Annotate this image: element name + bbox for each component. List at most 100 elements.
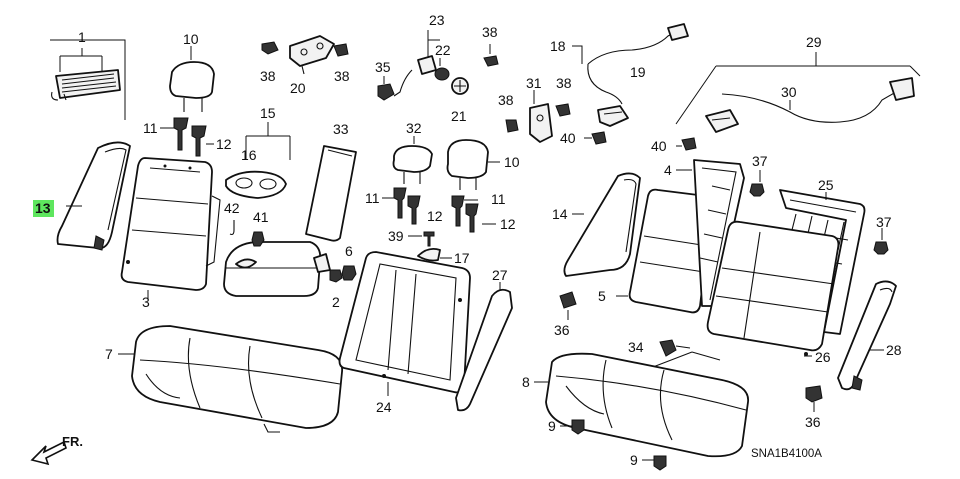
callout-30[interactable]: 30 [781,84,797,100]
callout-25[interactable]: 25 [818,177,834,193]
part-41-armrest-bolt[interactable] [251,231,265,247]
callout-14[interactable]: 14 [552,206,568,222]
callout-7[interactable]: 7 [105,346,113,362]
callout-20[interactable]: 20 [290,80,306,96]
part-36-clip-left[interactable] [559,291,577,320]
callout-17[interactable]: 17 [454,250,470,266]
callout-4[interactable]: 4 [664,162,672,178]
callout-40-b[interactable]: 40 [651,138,667,154]
part-12-headrest-guide-lock-right[interactable] [465,203,496,233]
part-40-bolt-a[interactable] [584,131,607,145]
callout-31[interactable]: 31 [526,75,542,91]
callout-42[interactable]: 42 [224,200,240,216]
callout-5[interactable]: 5 [598,288,606,304]
part-16-cup-holder[interactable] [225,170,287,199]
part-15-armrest-assembly[interactable] [223,122,331,297]
part-9-clip-a[interactable] [560,419,585,435]
part-36-clip-right[interactable] [805,385,823,412]
part-42-armrest-pin[interactable] [229,220,235,236]
callout-10-b[interactable]: 10 [504,154,520,170]
callout-1[interactable]: 1 [78,29,86,45]
part-33-armrest-cover[interactable] [305,145,357,242]
part-19-release-cable[interactable] [587,23,689,127]
part-10-headrest-left[interactable] [169,46,215,112]
part-38-bolt-e[interactable] [555,103,571,117]
part-13-side-bolster-left[interactable] [56,141,131,251]
callout-35[interactable]: 35 [375,59,391,75]
part-11-headrest-guide-center[interactable] [382,187,407,219]
part-14-side-bolster-right[interactable] [563,172,641,277]
callout-39[interactable]: 39 [388,228,404,244]
callout-8[interactable]: 8 [522,374,530,390]
callout-10-a[interactable]: 10 [183,31,199,47]
part-32-headrest-center[interactable] [392,136,433,184]
callout-38-b[interactable]: 38 [334,68,350,84]
part-24-seatback-frame[interactable] [338,251,471,396]
part-34-bolt[interactable] [639,339,721,373]
callout-3[interactable]: 3 [142,294,150,310]
part-12-headrest-guide-lock-center[interactable] [407,195,421,225]
callout-33[interactable]: 33 [333,121,349,137]
callout-6[interactable]: 6 [345,243,353,259]
callout-12-c[interactable]: 12 [500,216,516,232]
part-3-seatback-left[interactable] [120,157,221,300]
callout-19[interactable]: 19 [630,64,646,80]
part-23-bracket-assembly[interactable] [393,30,440,97]
part-21-grommet[interactable] [451,77,469,95]
part-10-headrest-right[interactable] [446,139,501,190]
callout-13[interactable]: 13 [35,200,51,216]
callout-24[interactable]: 24 [376,399,392,415]
callout-9-a[interactable]: 9 [548,418,556,434]
callout-38-e[interactable]: 38 [556,75,572,91]
callout-23[interactable]: 23 [429,12,445,28]
part-31-latch-bracket[interactable] [529,90,553,143]
callout-12-b[interactable]: 12 [427,208,443,224]
part-38-bolt-c[interactable] [483,44,499,67]
callout-12-a[interactable]: 12 [216,136,232,152]
part-11-headrest-guide-right[interactable] [451,195,478,227]
part-35-bolt[interactable] [377,76,395,101]
part-20-hinge-bracket[interactable] [289,35,335,75]
part-26-seatback-right-large[interactable] [706,220,840,357]
callout-18[interactable]: 18 [550,38,566,54]
part-37-clip-a[interactable] [749,170,765,197]
callout-9-b[interactable]: 9 [630,452,638,468]
callout-37-a[interactable]: 37 [752,153,768,169]
part-17-latch-cover[interactable] [417,247,452,262]
callout-11-b[interactable]: 11 [365,190,380,206]
part-38-bolt-a[interactable] [261,41,279,55]
callout-41[interactable]: 41 [253,209,269,225]
part-39-screw[interactable] [408,231,435,247]
callout-2[interactable]: 2 [332,294,340,310]
callout-27[interactable]: 27 [492,267,508,283]
part-30-release-cable-right[interactable] [705,77,915,133]
part-6-nut[interactable] [341,265,357,281]
callout-37-b[interactable]: 37 [876,214,892,230]
part-38-bolt-b[interactable] [333,43,349,57]
callout-36-a[interactable]: 36 [554,322,570,338]
part-22-nut[interactable] [434,58,450,81]
part-28-side-trim-right[interactable] [837,280,897,391]
callout-40-a[interactable]: 40 [560,130,576,146]
callout-38-d[interactable]: 38 [498,92,514,108]
part-37-clip-b[interactable] [873,228,889,255]
part-38-bolt-d[interactable] [505,119,519,133]
callout-38-c[interactable]: 38 [482,24,498,40]
part-27-side-trim[interactable] [455,282,513,412]
callout-22[interactable]: 22 [435,42,451,58]
part-25-seatback-frame-large[interactable] [779,189,866,335]
part-9-clip-b[interactable] [642,455,667,471]
part-11-headrest-guide-left[interactable] [160,117,189,151]
part-8-seat-cushion-right[interactable] [534,352,749,458]
callout-21[interactable]: 21 [451,108,467,124]
callout-28[interactable]: 28 [886,342,902,358]
callout-29[interactable]: 29 [806,34,822,50]
callout-11-a[interactable]: 11 [143,120,158,136]
callout-38-a[interactable]: 38 [260,68,276,84]
part-18-release-cable-assembly[interactable] [572,45,583,64]
callout-36-b[interactable]: 36 [805,414,821,430]
part-40-bolt-b[interactable] [676,137,697,151]
callout-15[interactable]: 15 [260,105,276,121]
callout-34[interactable]: 34 [628,339,644,355]
callout-11-c[interactable]: 11 [491,191,506,207]
